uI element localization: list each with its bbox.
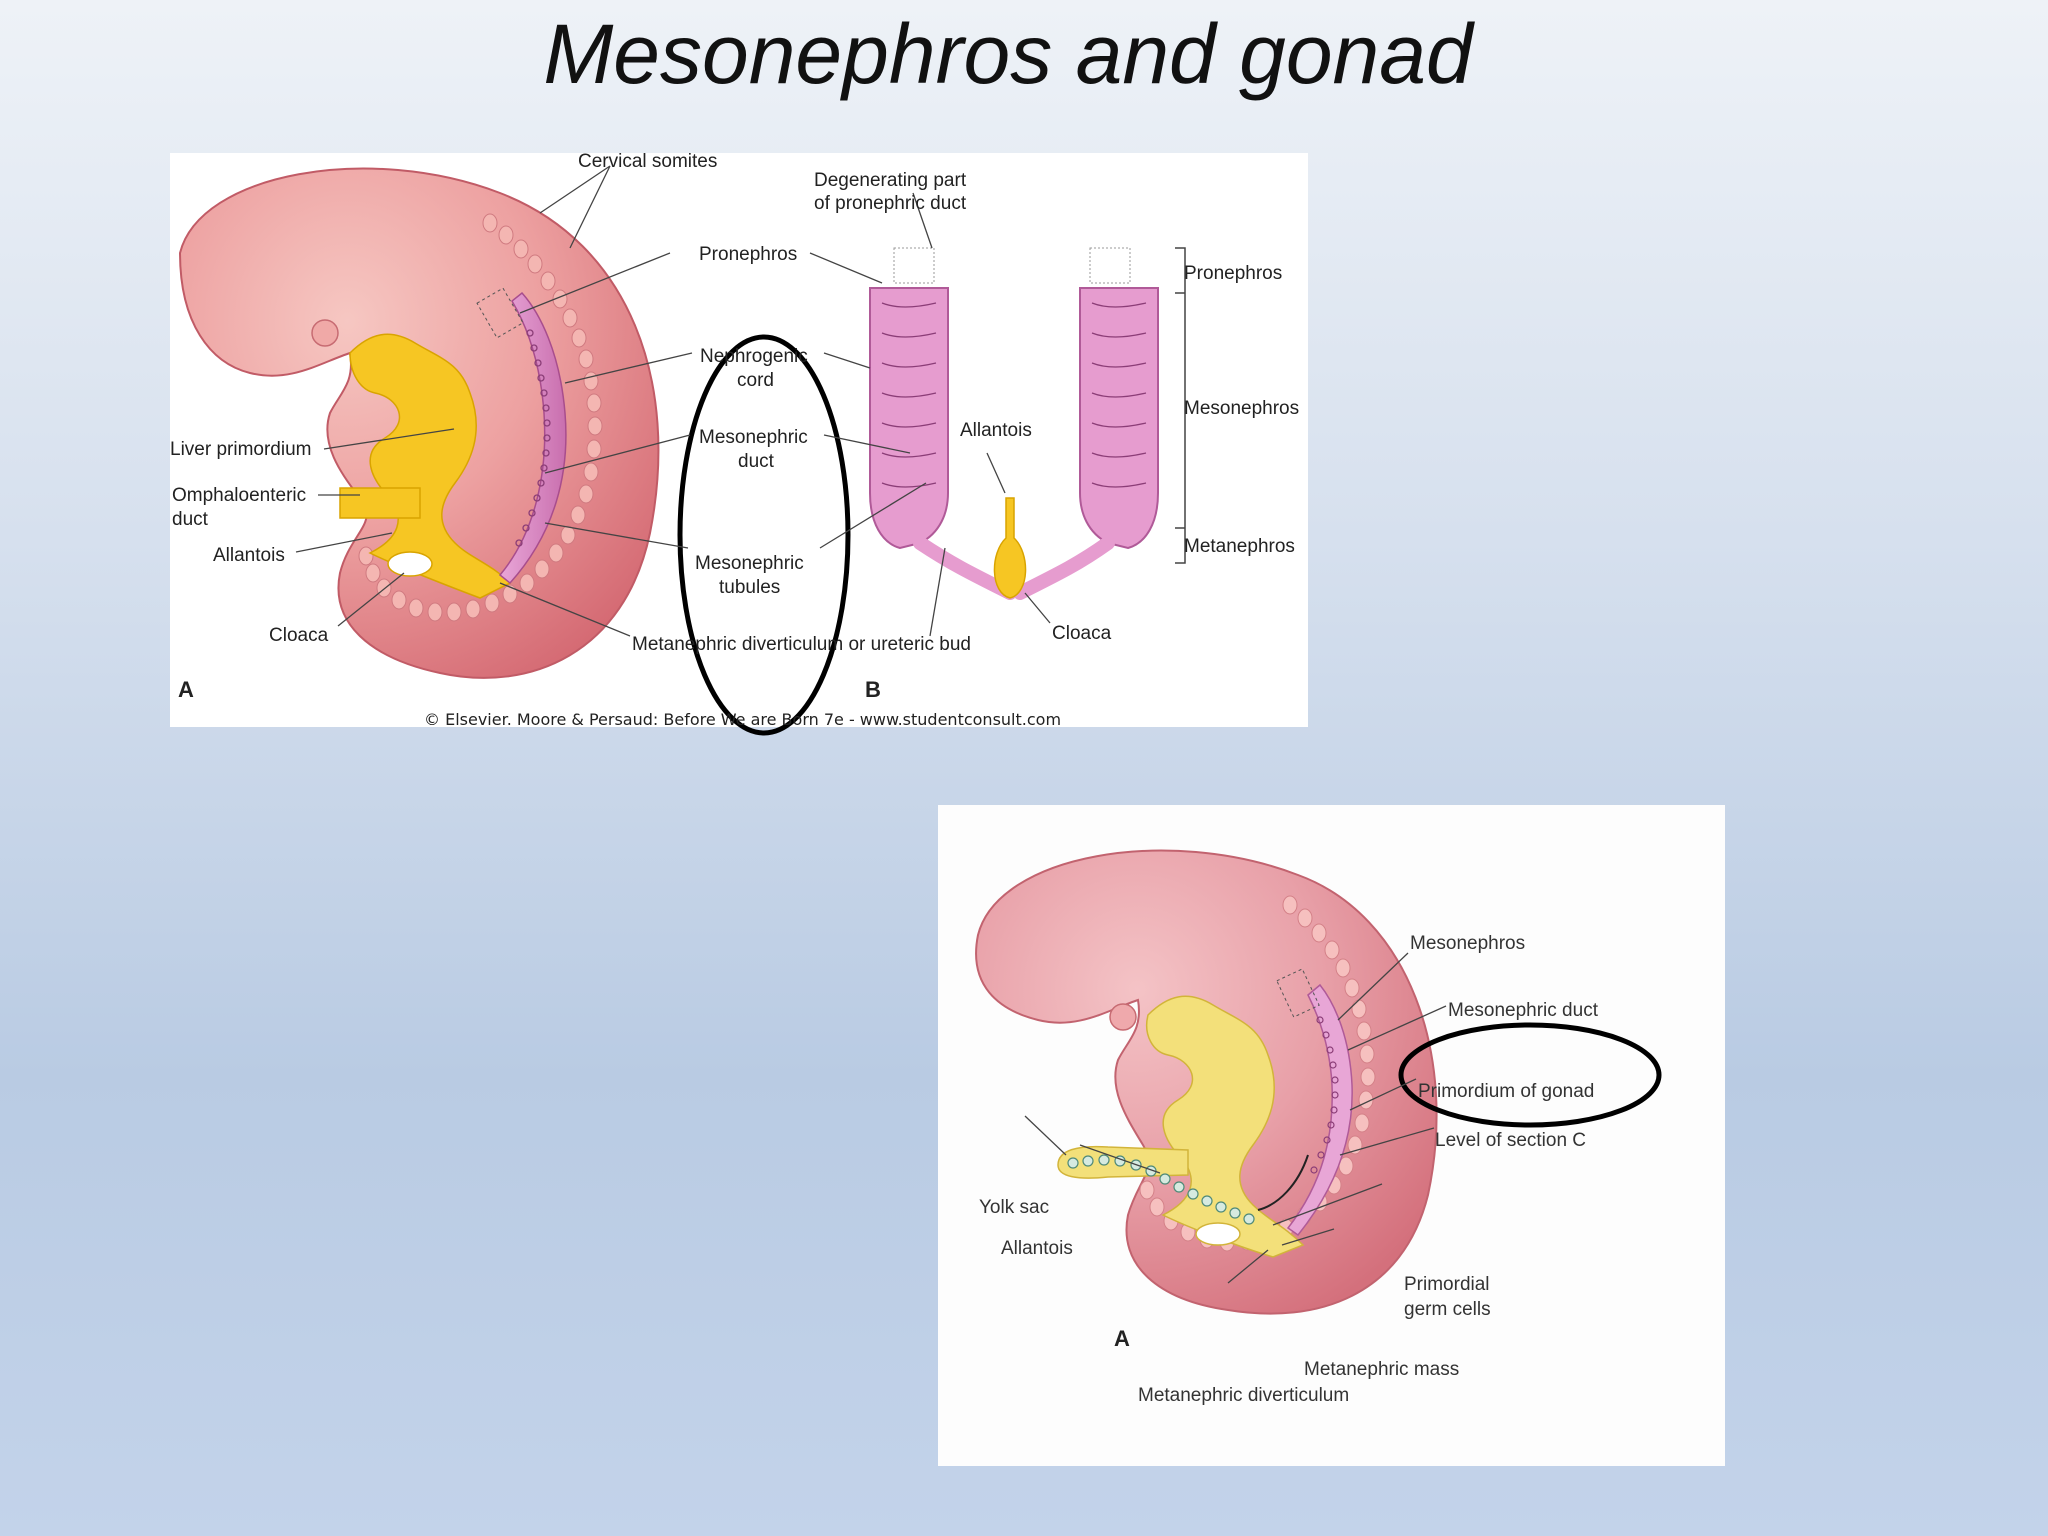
mesonephric-tubules-b	[1310, 1016, 1339, 1174]
cloaca-a-shape	[387, 551, 433, 577]
label-primordium-of-gonad: Primordium of gonad	[1418, 1081, 1594, 1102]
mesonephros-a	[498, 291, 567, 585]
label-nephrogenic-1: Nephrogenic	[700, 346, 808, 367]
label-mesonephric-tubules-1: Mesonephric	[695, 553, 804, 574]
slide-title: Mesonephros and gonad	[543, 7, 1473, 101]
label-primordial-1: Primordial	[1404, 1274, 1490, 1295]
germ-cells-b	[1067, 1154, 1255, 1225]
panel-letter-a: A	[178, 677, 194, 702]
otic-pit-b	[1109, 1003, 1137, 1031]
leader-lines-bottom	[1024, 952, 1447, 1284]
bottom-diagram: Mesonephros Mesonephric duct Primordium …	[975, 849, 1662, 1406]
label-metanephric-diverticulum-b: Metanephric diverticulum	[1138, 1385, 1349, 1406]
label-omphaloenteric-2: duct	[172, 509, 209, 530]
label-metanephros-right: Metanephros	[1184, 536, 1295, 557]
label-degenerating-1: Degenerating part	[814, 170, 967, 191]
label-cloaca-b: Cloaca	[1052, 623, 1112, 644]
label-pronephros-right: Pronephros	[1184, 263, 1282, 284]
label-cervical-somites: Cervical somites	[578, 151, 717, 172]
top-figure-panel: Cervical somites Degenerating part of pr…	[170, 151, 1308, 736]
label-mesonephric-duct-1: Mesonephric	[699, 427, 808, 448]
label-cloaca-left: Cloaca	[269, 625, 329, 646]
label-metanephric-mass: Metanephric mass	[1304, 1359, 1459, 1380]
migration-arrow	[1257, 1154, 1309, 1211]
label-metanephric-diverticulum: Metanephric diverticulum or ureteric bud	[632, 634, 971, 655]
gut-a	[349, 333, 512, 599]
credit-line: © Elsevier. Moore & Persaud: Before We a…	[424, 710, 1061, 729]
omphaloenteric-duct	[339, 487, 421, 519]
label-level-of-section: Level of section C	[1435, 1130, 1586, 1151]
label-pronephros-center: Pronephros	[699, 244, 797, 265]
label-primordial-2: germ cells	[1404, 1299, 1491, 1320]
panel-b-ducts	[869, 247, 1186, 600]
label-degenerating-2: of pronephric duct	[814, 193, 967, 214]
label-mesonephros-right: Mesonephros	[1184, 398, 1299, 419]
label-yolk-sac: Yolk sac	[979, 1197, 1049, 1218]
gut-b	[1146, 995, 1305, 1258]
label-liver-primordium: Liver primordium	[170, 439, 311, 460]
leader-lines-top	[295, 165, 1051, 637]
highlight-ellipse-bottom	[1398, 1022, 1662, 1128]
label-mesonephric-duct-b: Mesonephric duct	[1448, 1000, 1599, 1021]
label-allantois-b: Allantois	[960, 420, 1032, 441]
panel-letter-a-bottom: A	[1114, 1326, 1130, 1351]
highlight-ellipse-top	[677, 334, 851, 736]
label-allantois-left: Allantois	[213, 545, 285, 566]
label-allantois-b: Allantois	[1001, 1238, 1073, 1259]
bottom-figure-panel: Mesonephros Mesonephric duct Primordium …	[938, 805, 1725, 1466]
otic-pit	[311, 319, 339, 347]
panel-letter-b: B	[865, 677, 881, 702]
somites-a	[358, 213, 603, 622]
label-mesonephric-duct-2: duct	[738, 451, 775, 472]
mesonephric-tubules-a	[515, 329, 551, 547]
label-mesonephric-tubules-2: tubules	[719, 577, 780, 598]
label-nephrogenic-2: cord	[737, 370, 774, 391]
label-mesonephros-b: Mesonephros	[1410, 933, 1525, 954]
allantois-shape-b	[1195, 1222, 1241, 1246]
label-omphaloenteric-1: Omphaloenteric	[172, 485, 306, 506]
mesonephros-b	[1286, 983, 1353, 1237]
top-diagram: Cervical somites Degenerating part of pr…	[170, 151, 1299, 736]
